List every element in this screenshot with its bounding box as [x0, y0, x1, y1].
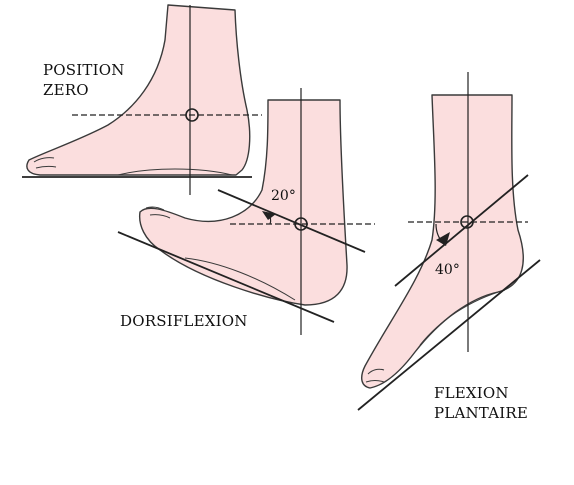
label-zero: ZERO [43, 81, 89, 99]
foot-plantar-flexion [357, 72, 541, 411]
label-dorsiflexion: DORSIFLEXION [120, 312, 248, 330]
foot-dorsiflexion-angle-arrow [262, 211, 276, 220]
foot-zero-toes [33, 157, 57, 169]
angle-plantar-value: 40° [435, 262, 460, 278]
foot-zero-shape [26, 4, 251, 176]
foot-dorsiflexion-ankle-joint [294, 217, 308, 231]
foot-plantar-ground-line [357, 259, 541, 411]
foot-plantar-tilted-axis [394, 174, 529, 287]
foot-plantar-toes [365, 368, 385, 383]
foot-dorsiflexion-ground-line [117, 231, 335, 323]
foot-plantar-arch [419, 289, 506, 346]
foot-zero-arch [117, 168, 233, 176]
foot-dorsiflexion [117, 88, 375, 335]
foot-plantar-ankle-joint [460, 215, 474, 229]
foot-plantar-angle-arrow [436, 232, 450, 246]
foot-dorsiflexion-arch [184, 257, 296, 301]
label-plantaire: PLANTAIRE [434, 404, 528, 422]
foot-dorsiflexion-toes [145, 206, 171, 219]
angle-dorsiflexion-value: 20° [271, 188, 296, 204]
foot-dorsiflexion-tilted-axis [217, 189, 366, 253]
foot-zero-position [22, 4, 262, 195]
label-position: POSITION [43, 61, 125, 79]
foot-zero-ankle-joint [185, 108, 199, 122]
label-flexion: FLEXION [434, 384, 509, 402]
